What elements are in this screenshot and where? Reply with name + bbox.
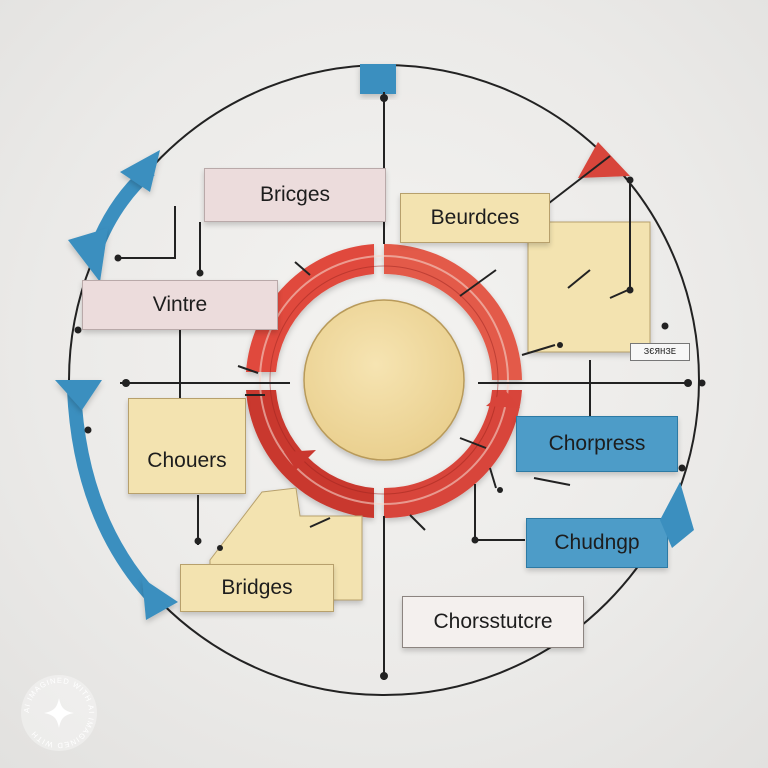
red-ring <box>246 244 522 519</box>
ring-arrow-tip-left <box>284 450 316 470</box>
ring-arrow-tip-right <box>486 390 520 408</box>
label-chorpress: Chorpress <box>516 416 678 472</box>
label-small-tag: ЗЄЯНЗЕ <box>630 343 690 361</box>
blue-arrow-head-upper-left-a <box>120 150 160 192</box>
label-bridges: Bridges <box>180 564 334 612</box>
top-blue-flag <box>360 64 396 94</box>
label-chouers: Chouers <box>128 398 246 494</box>
label-bricges: Bricges <box>204 168 386 222</box>
blue-arrow-head-left-top <box>55 380 102 410</box>
label-vintre: Vintre <box>82 280 278 330</box>
label-chudngp: Chudngp <box>526 518 668 568</box>
blue-arrow-head-left-bottom <box>142 578 178 620</box>
blue-arrow-head-upper-left-b <box>68 228 108 282</box>
connector-nodes <box>74 94 706 680</box>
central-disc <box>303 299 465 461</box>
label-chorsstutcre: Chorsstutcre <box>402 596 584 648</box>
blue-arc-left <box>67 389 161 605</box>
label-beurdces: Beurdces <box>400 193 550 243</box>
